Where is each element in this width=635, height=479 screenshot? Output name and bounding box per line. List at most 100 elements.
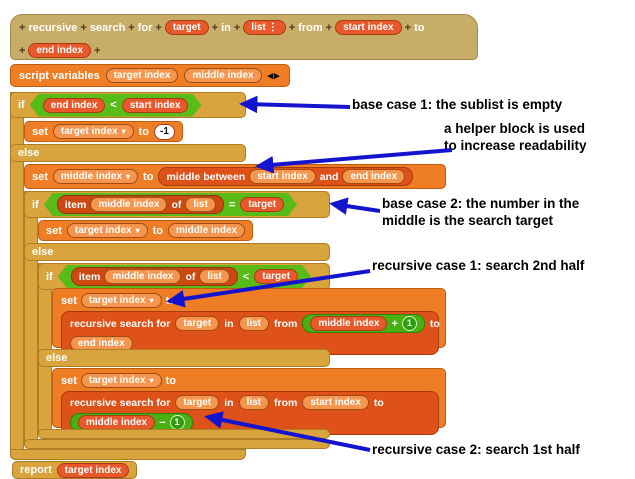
- set-target-index-middle-block[interactable]: set target index▾ to middle index: [38, 220, 254, 241]
- script-variables-block[interactable]: script variables target index middle ind…: [10, 64, 290, 87]
- recursive-search-call-1[interactable]: recursive search for target in list from…: [61, 311, 440, 355]
- variable-oval-target-index[interactable]: target index: [105, 68, 179, 83]
- to-label: to: [373, 396, 384, 409]
- recursive-search-call-2[interactable]: recursive search for target in list from…: [61, 391, 439, 435]
- input-oval-list[interactable]: list⋮: [243, 20, 286, 35]
- set-target-index-neg1-block[interactable]: set target index▾ to -1: [24, 121, 183, 142]
- input-oval-end-index[interactable]: end index: [28, 43, 92, 58]
- variable-oval-list[interactable]: list: [199, 269, 229, 284]
- number-input-one[interactable]: 1: [401, 316, 417, 331]
- variable-label: end index: [78, 338, 125, 349]
- if-block-1-else-bar[interactable]: else: [10, 144, 246, 162]
- input-oval-target[interactable]: target: [164, 20, 209, 35]
- condition-item-eq-target[interactable]: item middle index of list = target: [44, 193, 297, 216]
- if-block-3-footer[interactable]: [38, 429, 330, 439]
- plus-button[interactable]: +: [325, 21, 333, 34]
- plus-button[interactable]: +: [80, 21, 87, 34]
- variable-oval-end-index[interactable]: end index: [342, 169, 406, 184]
- variable-oval-list[interactable]: list: [238, 316, 269, 331]
- variable-dropdown-target-index[interactable]: target index▾: [80, 293, 162, 308]
- if-block-3-else-bar[interactable]: else: [38, 349, 330, 367]
- plus-button[interactable]: +: [155, 21, 162, 34]
- annotation-helper-block: a helper block is used to increase reada…: [444, 120, 587, 154]
- call-line-1: recursive search for target in list from…: [70, 314, 440, 333]
- variable-oval-middle-index[interactable]: middle index: [310, 316, 388, 331]
- variable-oval-start-index[interactable]: start index: [302, 395, 369, 410]
- variable-oval-target[interactable]: target: [240, 197, 284, 212]
- list-input-menu-icon[interactable]: ⋮: [267, 22, 278, 33]
- to-label: to: [429, 317, 440, 330]
- if-label: if: [46, 270, 53, 283]
- variable-oval-start-index[interactable]: start index: [249, 169, 316, 184]
- plus-button[interactable]: +: [19, 21, 26, 34]
- variable-dropdown-target-index[interactable]: target index▾: [80, 373, 162, 388]
- variable-oval-target[interactable]: target: [175, 395, 220, 410]
- set-recursive-call-1-block[interactable]: set target index▾ to recursive search fo…: [52, 288, 446, 355]
- in-label: in: [224, 317, 234, 330]
- hat-word-recursive: recursive: [28, 21, 78, 34]
- if-block-2-footer[interactable]: [24, 439, 330, 449]
- item-of-reporter[interactable]: item middle index of list: [57, 195, 224, 214]
- to-label: to: [152, 224, 163, 237]
- call-line-1: recursive search for target in list from…: [70, 394, 384, 411]
- variable-dropdown-target-index[interactable]: target index▾: [52, 124, 134, 139]
- item-of-reporter[interactable]: item middle index of list: [71, 267, 238, 286]
- middle-between-reporter[interactable]: middle between start index and end index: [158, 167, 414, 186]
- plus-button[interactable]: +: [94, 44, 101, 57]
- equals-operator: =: [228, 198, 236, 211]
- if-else-2-spine[interactable]: [24, 191, 38, 449]
- variable-dropdown-middle-index[interactable]: middle index▾: [52, 169, 139, 184]
- minus-operator-reporter[interactable]: middle index − 1: [70, 413, 193, 432]
- variable-label: middle index: [86, 417, 148, 428]
- plus-button[interactable]: +: [404, 21, 412, 34]
- variable-oval-middle-index[interactable]: middle index: [104, 269, 181, 284]
- from-label: from: [274, 396, 298, 409]
- variable-oval-end-index[interactable]: end index: [43, 98, 106, 113]
- dropdown-arrow-icon[interactable]: ▾: [126, 172, 131, 181]
- plus-button[interactable]: +: [288, 21, 296, 34]
- custom-block-hat[interactable]: + recursive + search + for + target + in…: [10, 14, 478, 60]
- if-block-1-footer[interactable]: [10, 449, 246, 460]
- if-block-3-header[interactable]: if item middle index of list < target: [38, 263, 330, 290]
- plus-operator-reporter[interactable]: middle index + 1: [302, 314, 425, 333]
- variable-oval-target[interactable]: target: [175, 316, 220, 331]
- plus-button[interactable]: +: [233, 21, 241, 34]
- variable-oval-middle-index[interactable]: middle index: [184, 68, 262, 83]
- variable-oval-start-index[interactable]: start index: [122, 98, 189, 113]
- variable-oval-middle-index[interactable]: middle index: [90, 197, 167, 212]
- hat-word-search: search: [89, 21, 126, 34]
- if-block-2-header[interactable]: if item middle index of list = target: [24, 191, 330, 218]
- variable-oval-target[interactable]: target: [254, 269, 298, 284]
- plus-button[interactable]: +: [211, 21, 219, 34]
- input-label: start index: [343, 22, 394, 33]
- dropdown-arrow-icon[interactable]: ▾: [135, 226, 140, 235]
- number-input-neg1[interactable]: -1: [154, 123, 175, 140]
- input-oval-start-index[interactable]: start index: [335, 20, 402, 35]
- condition-end-lt-start[interactable]: end index < start index: [30, 94, 202, 117]
- arrow-base-case-1: [239, 95, 351, 114]
- plus-button[interactable]: +: [19, 44, 26, 57]
- hat-line-1: + recursive + search + for + target + in…: [11, 16, 477, 39]
- dropdown-arrow-icon[interactable]: ▾: [149, 376, 154, 385]
- variable-oval-list[interactable]: list: [185, 197, 215, 212]
- variable-oval-target-index[interactable]: target index: [56, 462, 130, 478]
- set-label: set: [32, 170, 48, 183]
- variable-dropdown-target-index[interactable]: target index▾: [66, 223, 148, 238]
- set-recursive-call-2-block[interactable]: set target index▾ to recursive search fo…: [52, 368, 446, 435]
- plus-button[interactable]: +: [128, 21, 135, 34]
- variable-oval-middle-index[interactable]: middle index: [168, 223, 246, 238]
- set-middle-index-block[interactable]: set middle index▾ to middle between star…: [24, 164, 446, 189]
- if-block-2-else-bar[interactable]: else: [24, 243, 330, 261]
- report-block[interactable]: report target index: [12, 461, 138, 479]
- variable-count-arrows[interactable]: ◂▸: [267, 70, 281, 82]
- variable-oval-list[interactable]: list: [238, 395, 269, 410]
- variable-oval-middle-index[interactable]: middle index: [78, 415, 156, 430]
- if-block-1-header[interactable]: if end index < start index: [10, 92, 246, 118]
- annotation-line: to increase readability: [444, 138, 587, 153]
- else-label: else: [46, 352, 68, 364]
- dropdown-arrow-icon[interactable]: ▾: [149, 296, 154, 305]
- condition-item-lt-target[interactable]: item middle index of list < target: [58, 265, 311, 288]
- variable-label: list: [246, 397, 261, 408]
- dropdown-arrow-icon[interactable]: ▾: [121, 127, 126, 136]
- number-input-one[interactable]: 1: [169, 415, 185, 430]
